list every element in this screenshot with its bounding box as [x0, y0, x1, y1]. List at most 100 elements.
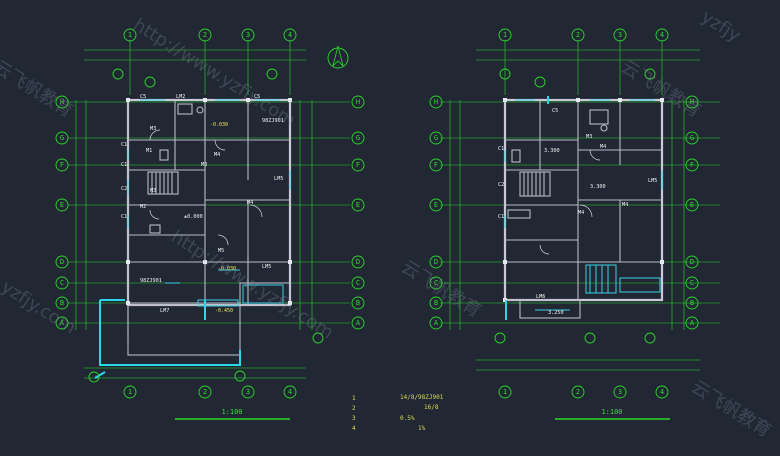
axis-label: G — [356, 134, 360, 142]
right-walls — [503, 98, 664, 319]
axis-label: B — [356, 299, 360, 307]
axis-label: 4 — [288, 388, 292, 396]
axis-label: 1 — [128, 388, 132, 396]
axis-label: D — [60, 258, 64, 266]
scale-label: 1:100 — [221, 408, 242, 416]
axis-label: 3 — [246, 388, 250, 396]
room-label: C1 — [121, 162, 127, 168]
watermark: yzfjy — [697, 6, 744, 46]
axis-label: A — [60, 319, 65, 327]
note-text: 1% — [418, 425, 426, 432]
room-label: LM2 — [176, 94, 185, 100]
room-label: C1 — [498, 146, 504, 152]
axis-label: E — [434, 201, 438, 209]
axis-label: 3 — [618, 31, 622, 39]
axis-bubble — [198, 28, 212, 42]
axis-bubble — [351, 198, 365, 212]
axis-label: 2 — [203, 31, 207, 39]
room-label: C1 — [121, 142, 127, 148]
axis-bubble — [351, 276, 365, 290]
axis-label: 4 — [660, 388, 664, 396]
room-label: 98ZJ901 — [140, 278, 162, 284]
axis-label: G — [60, 134, 64, 142]
axis-bubble — [123, 28, 137, 42]
axis-label: 1 — [128, 31, 132, 39]
right-bottom-axes: 1 2 3 4 — [476, 359, 700, 399]
axis-label: 2 — [576, 388, 580, 396]
room-label: C2 — [121, 186, 127, 192]
note-text: 14/8/98ZJ901 — [400, 394, 444, 401]
axis-label: A — [356, 319, 361, 327]
axis-bubble — [351, 95, 365, 109]
axis-label: C — [60, 279, 64, 287]
room-label: -0.030 — [218, 266, 236, 272]
room-label: LM5 — [262, 264, 271, 270]
axis-label: F — [60, 161, 64, 169]
note-text: 2 — [352, 405, 356, 412]
axis-label: 1 — [503, 31, 507, 39]
room-label: M4 — [214, 152, 220, 158]
room-label: 3.250 — [548, 310, 564, 316]
axis-label: D — [356, 258, 360, 266]
room-label: LM5 — [648, 178, 657, 184]
room-label: -0.030 — [210, 122, 228, 128]
room-label: LM5 — [274, 176, 283, 182]
room-label: C2 — [498, 182, 504, 188]
axis-label: F — [356, 161, 360, 169]
room-label: 98ZJ901 — [262, 118, 284, 124]
room-label: M4 — [600, 144, 606, 150]
axis-label: C — [434, 279, 438, 287]
room-label: C5 — [140, 94, 146, 100]
right-top-axes: 1 2 3 4 — [476, 28, 700, 95]
left-walls — [126, 98, 292, 356]
room-label: M2 — [140, 204, 146, 210]
axis-label: 2 — [203, 388, 207, 396]
axis-label: 3 — [618, 388, 622, 396]
axis-label: 3 — [246, 31, 250, 39]
axis-label: C — [356, 279, 360, 287]
axis-bubble — [351, 316, 365, 330]
axis-label: B — [434, 299, 438, 307]
room-label: C5 — [552, 108, 558, 114]
room-label: C5 — [254, 94, 260, 100]
room-label: LM6 — [536, 294, 545, 300]
room-label: LM7 — [160, 308, 169, 314]
axis-label: 2 — [576, 31, 580, 39]
note-text: 0.5% — [400, 415, 415, 422]
note-text: 3 — [352, 415, 356, 422]
axis-bubble — [241, 28, 255, 42]
axis-label: 4 — [660, 31, 664, 39]
axis-label: A — [434, 319, 439, 327]
axis-bubble — [351, 255, 365, 269]
axis-label: G — [434, 134, 438, 142]
axis-bubble — [351, 131, 365, 145]
right-windows — [504, 96, 663, 320]
room-label: M4 — [247, 200, 253, 206]
north-arrow — [327, 47, 349, 69]
note-text: 4 — [352, 425, 356, 432]
axis-bubble — [351, 296, 365, 310]
room-label: M3 — [201, 162, 207, 168]
room-label: M4 — [622, 202, 628, 208]
room-label: M3 — [150, 188, 156, 194]
watermarks: http://www.yzfjy.com 云飞帆教育 yzfjy.com 云飞帆… — [0, 6, 775, 442]
drawing-notes: 14/8/98ZJ901 16/8 1 2 3 4 0.5% 1% — [352, 394, 444, 432]
note-text: 16/8 — [424, 404, 439, 411]
watermark: 云飞帆教育 — [397, 256, 484, 322]
scale-label: 1:100 — [601, 408, 622, 416]
axis-label: F — [434, 161, 438, 169]
axis-label: 4 — [288, 31, 292, 39]
watermark: 云飞帆教育 — [687, 376, 774, 442]
room-label: M3 — [586, 134, 592, 140]
room-label: C1 — [498, 214, 504, 220]
axis-bubble — [351, 158, 365, 172]
room-label: M5 — [218, 248, 224, 254]
watermark: 云飞帆教育 — [0, 56, 77, 122]
watermark: http://www.yzfjy.com — [129, 14, 299, 131]
